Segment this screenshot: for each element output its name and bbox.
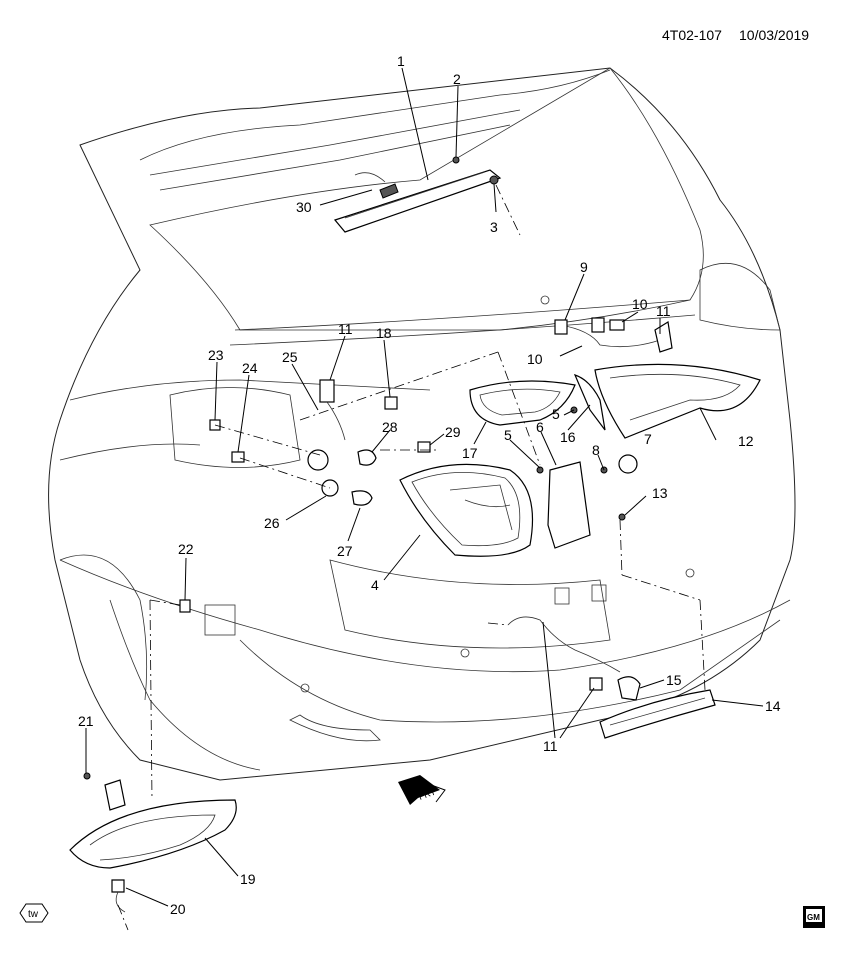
right-tail-lamp — [594, 363, 761, 439]
label-13: 13 — [652, 485, 668, 501]
gasket-16 — [573, 374, 606, 431]
label-17: 17 — [462, 445, 478, 461]
fastener-18 — [384, 396, 398, 410]
clip-22 — [179, 599, 191, 613]
assembly-lines — [117, 184, 706, 931]
label-3: 3 — [490, 219, 498, 235]
bracket-6 — [547, 461, 591, 549]
gm-logo-text: GM — [807, 913, 820, 922]
connector-15 — [617, 676, 641, 701]
left-tail-lamp — [399, 463, 534, 557]
label-7: 7 — [644, 431, 652, 447]
label-21: 21 — [78, 713, 94, 729]
tw-logo-text: tw — [28, 909, 39, 920]
label-27: 27 — [337, 543, 353, 559]
nut-5b-icon — [536, 466, 544, 474]
plug-29 — [417, 441, 431, 453]
bulb-20 — [111, 879, 125, 893]
label-9: 9 — [580, 259, 588, 275]
lamp-socket-wiring — [554, 317, 673, 353]
grommet-7-icon — [618, 454, 638, 474]
nut-3-icon — [489, 175, 499, 185]
high-mount-stop-lamp — [333, 169, 502, 233]
label-16: 16 — [560, 429, 576, 445]
socket-upper — [307, 449, 329, 471]
tw-logo: tw — [19, 903, 49, 923]
label-20: 20 — [170, 901, 186, 917]
label-25: 25 — [282, 349, 298, 365]
license-lamp — [599, 689, 716, 739]
label-10b: 10 — [527, 351, 543, 367]
label-24: 24 — [242, 360, 258, 376]
screw-21-icon — [83, 772, 91, 780]
label-5b: 5 — [552, 406, 560, 422]
nut-13-icon — [618, 513, 626, 521]
label-29: 29 — [445, 424, 461, 440]
label-30: 30 — [296, 199, 312, 215]
leader-lines — [85, 67, 764, 907]
label-14: 14 — [765, 698, 781, 714]
label-18: 18 — [376, 325, 392, 341]
label-2: 2 — [453, 71, 461, 87]
vehicle-body — [48, 67, 796, 781]
label-15: 15 — [666, 672, 682, 688]
label-1: 1 — [397, 53, 405, 69]
connector-25 — [319, 379, 335, 403]
label-26: 26 — [264, 515, 280, 531]
label-4: 4 — [371, 577, 379, 593]
label-22: 22 — [178, 541, 194, 557]
bulb-27 — [351, 490, 373, 506]
label-19: 19 — [240, 871, 256, 887]
label-10a: 10 — [632, 296, 648, 312]
clip-24 — [231, 451, 245, 463]
bolt-2-icon — [452, 156, 460, 164]
bulb-28 — [357, 449, 377, 466]
callout-labels: 1 2 3 30 9 10 11 10 11 18 23 24 25 28 29… — [78, 53, 781, 917]
rear-fog-lamp — [69, 779, 237, 869]
label-23: 23 — [208, 347, 224, 363]
label-28: 28 — [382, 419, 398, 435]
gm-logo: GM — [803, 906, 825, 928]
label-8: 8 — [592, 442, 600, 458]
license-wire-11 — [507, 616, 621, 673]
front-arrow-icon: FRT — [398, 775, 446, 805]
label-6: 6 — [536, 419, 544, 435]
diagram-code: 4T02-107 — [662, 27, 722, 43]
label-11b: 11 — [338, 321, 353, 337]
label-5a: 5 — [504, 427, 512, 443]
label-11a: 11 — [656, 303, 671, 319]
label-11c: 11 — [543, 738, 558, 754]
label-12: 12 — [738, 433, 754, 449]
diagram-date: 10/03/2019 — [739, 27, 809, 43]
